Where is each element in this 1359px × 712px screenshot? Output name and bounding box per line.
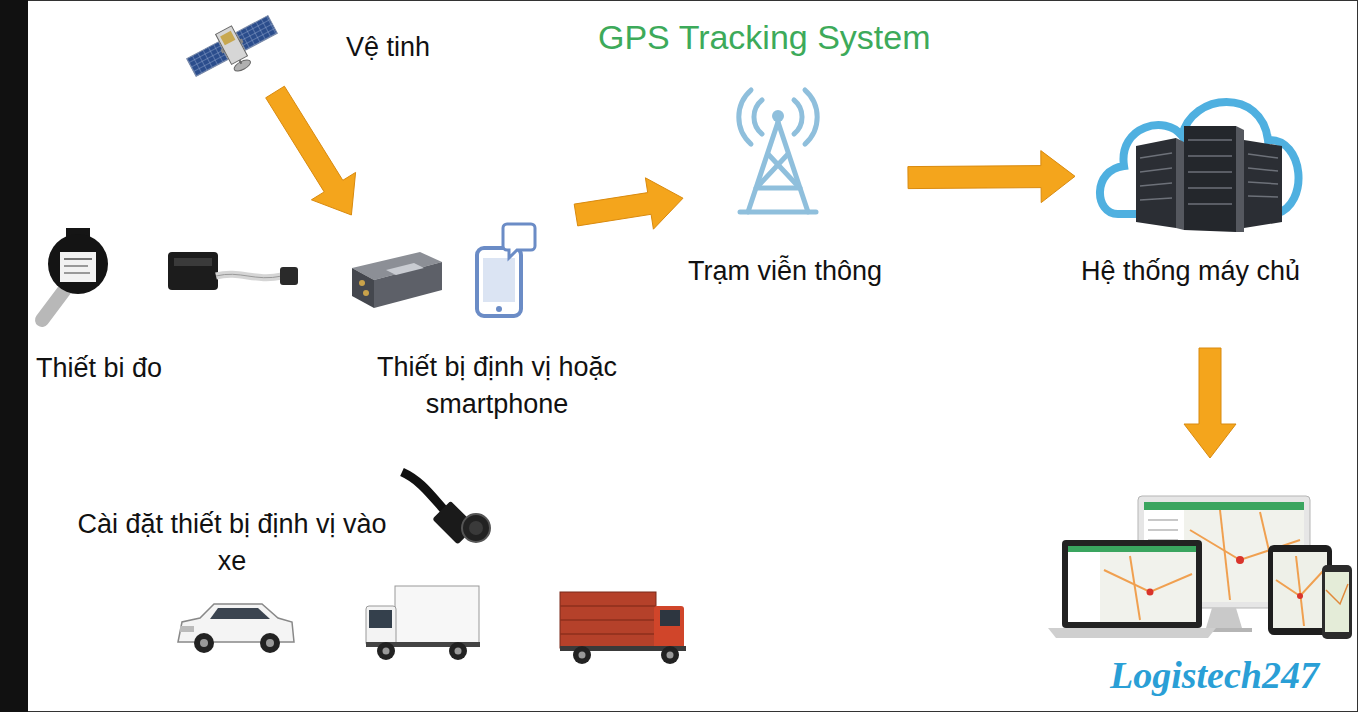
diagram-title: GPS Tracking System — [598, 15, 931, 59]
node-label: Cài đặt thiết bị định vị vào xe — [72, 506, 392, 580]
node-label: Hệ thống máy chủ — [1081, 253, 1300, 290]
node-label: Thiết bị định vị hoặc smartphone — [372, 349, 622, 423]
gps-device-icon — [352, 252, 442, 308]
smartphone-icon — [477, 224, 535, 316]
flow-arrow — [908, 151, 1075, 203]
box-truck-vehicle — [366, 586, 480, 660]
icon-group-node: Hệ thống máy chủ — [1075, 80, 1337, 294]
cargo-truck-vehicle — [560, 592, 686, 664]
node-label: Thiết bi đo — [36, 350, 162, 387]
icon-group-node: Thiết bi đo — [32, 220, 312, 391]
icon-group-node: Thiết bị định vị hoặc smartphone — [340, 215, 626, 427]
icon-group-node: Trạm viễn thông — [683, 88, 908, 294]
server-cloud-icon — [1100, 102, 1299, 232]
flow-arrow — [574, 178, 683, 229]
flow-arrow — [1184, 348, 1236, 458]
measuring-sensor-icon — [42, 228, 108, 320]
watermark-label: Logistech247 — [1110, 652, 1319, 698]
suv-vehicle — [178, 604, 294, 653]
icon-group-node: Cài đặt thiết bị định vị vào xe — [66, 468, 491, 584]
icon-group-node: Vệ tinh — [180, 6, 450, 92]
satellite-icon — [183, 9, 285, 91]
node-label: Vệ tinh — [346, 29, 430, 66]
node-label: Trạm viễn thông — [688, 253, 882, 290]
left-edge-bar — [0, 0, 28, 712]
gps-connector-icon — [402, 472, 490, 545]
monitoring-devices-icon — [1048, 496, 1352, 639]
flow-arrow — [266, 86, 356, 215]
telecom-tower-icon — [739, 90, 817, 212]
sensor-cable-icon — [168, 252, 298, 290]
